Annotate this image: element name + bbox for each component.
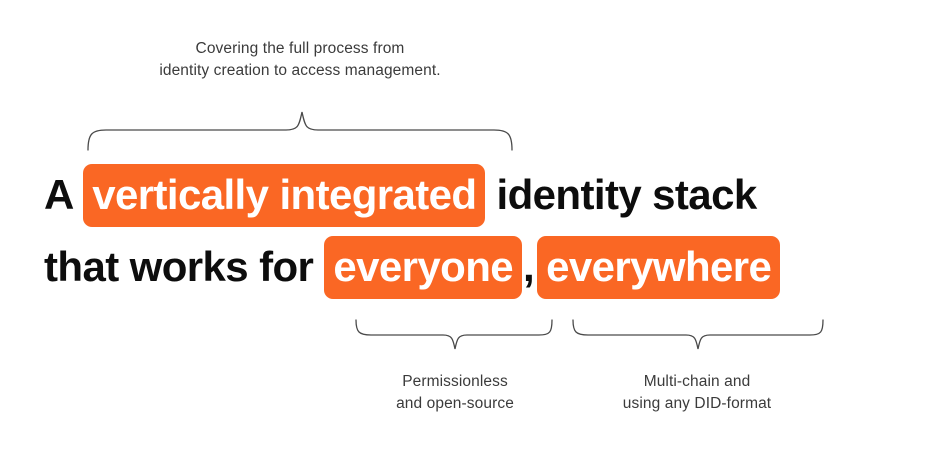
bottom-right-brace-icon	[572, 319, 824, 350]
headline-highlight-vertically-integrated: vertically integrated	[83, 164, 486, 227]
bottom-right-annotation-line-1: Multi-chain and	[643, 373, 751, 390]
top-annotation-line-1: Covering the full process from	[195, 40, 405, 57]
bottom-left-annotation-line-2: and open-source	[396, 395, 514, 412]
headline-line-1-prefix: A	[44, 171, 84, 218]
headline-line-2: that works for everyone,everywhere	[44, 231, 904, 303]
bottom-left-brace-icon	[355, 319, 553, 350]
headline-line-2-prefix: that works for	[44, 243, 325, 290]
bottom-right-annotation-line-2: using any DID-format	[622, 395, 772, 412]
headline-highlight-everywhere: everywhere	[537, 236, 781, 299]
headline-line-1: A vertically integrated identity stack	[44, 159, 904, 231]
headline-highlight-everyone: everyone	[324, 236, 523, 299]
top-annotation-caption: Covering the full process from identity …	[0, 38, 600, 82]
top-brace-icon	[87, 111, 513, 151]
headline-comma: ,	[523, 243, 535, 290]
headline-line-1-suffix: identity stack	[485, 171, 758, 218]
bottom-right-annotation-caption: Multi-chain and using any DID-format	[572, 371, 822, 415]
headline: A vertically integrated identity stack t…	[44, 159, 904, 303]
bottom-left-annotation-caption: Permissionless and open-source	[355, 371, 555, 415]
top-annotation-line-2: identity creation to access management.	[159, 62, 441, 79]
bottom-left-annotation-line-1: Permissionless	[402, 373, 508, 390]
